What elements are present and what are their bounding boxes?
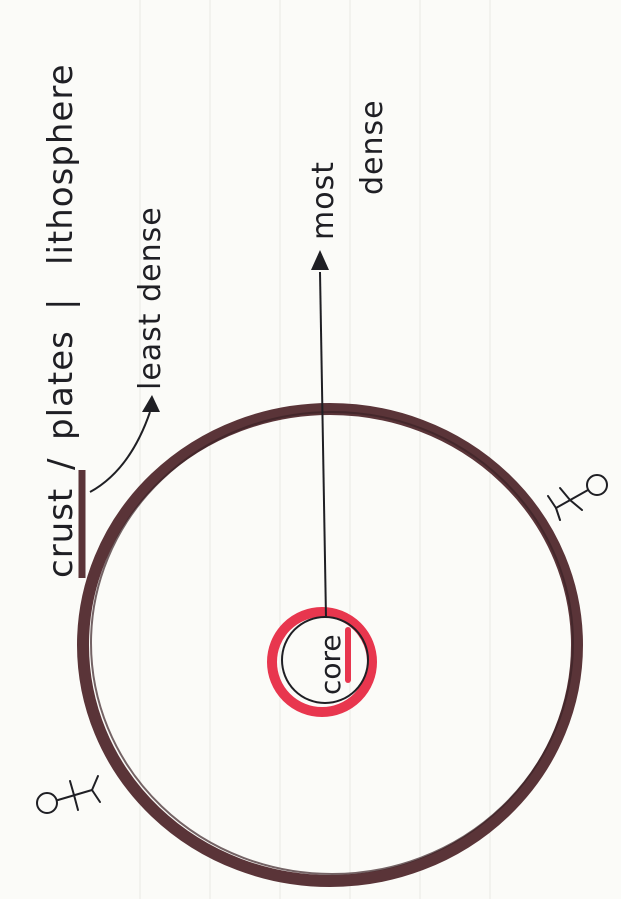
- label-plates: plates: [41, 330, 81, 440]
- label-separator-2: |: [41, 298, 81, 310]
- label-lithosphere: lithosphere: [41, 64, 81, 266]
- label-least-dense: least dense: [133, 206, 168, 390]
- label-separator-1: /: [41, 458, 81, 470]
- label-crust: crust: [41, 488, 81, 578]
- stick-figure-top-icon: [548, 475, 607, 520]
- stick-figure-bottom-icon: [37, 776, 100, 813]
- label-core: core: [314, 634, 347, 695]
- most-dense-arrow: [311, 250, 329, 618]
- label-dense: dense: [355, 99, 390, 195]
- label-most: most: [306, 161, 341, 240]
